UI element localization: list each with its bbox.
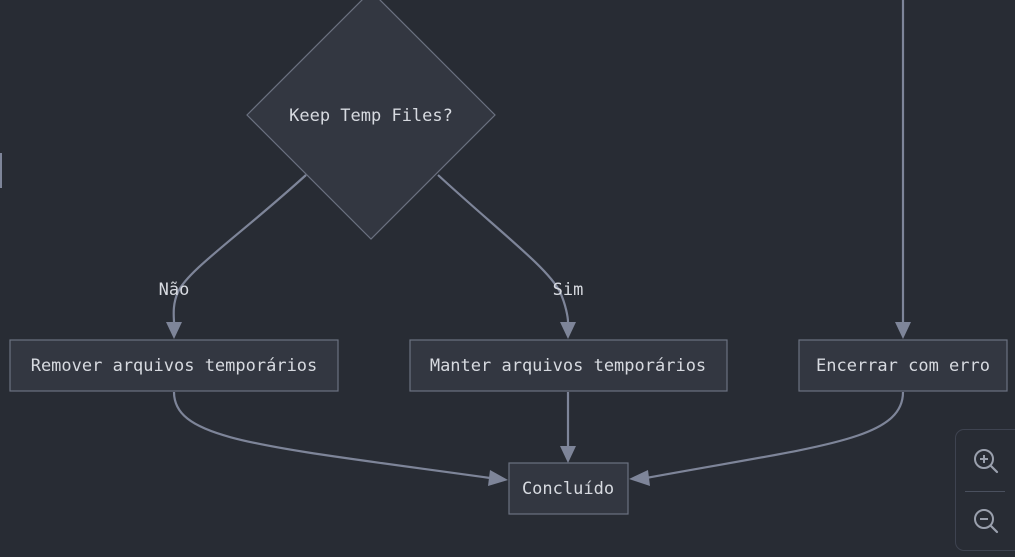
node-done[interactable]: Concluído [508,462,629,515]
arrowhead-error [895,322,911,339]
zoom-controls [955,429,1015,551]
node-label: Encerrar com erro [816,356,990,376]
arrowhead-done-middle [560,446,576,463]
node-keep-temp-files[interactable]: Manter arquivos temporários [409,339,728,392]
node-remove-temp-files[interactable]: Remover arquivos temporários [9,339,339,392]
zoom-in-button[interactable] [956,430,1015,490]
edge-decision-to-keep [437,174,570,323]
zoom-divider [965,491,1005,492]
edge-label-yes: Sim [553,280,584,300]
node-label: Remover arquivos temporários [31,356,318,376]
left-edge-marker [0,153,2,188]
flowchart-svg: Keep Temp Files? Não Sim Remover arquivo… [9,0,1008,515]
decision-diamond [246,0,496,240]
node-label: Concluído [522,479,614,499]
arrowhead-done-right [629,470,650,486]
node-box [798,339,1008,392]
node-exit-with-error[interactable]: Encerrar com erro [798,339,1008,392]
edge-remove-to-done [172,391,491,480]
decision-node-keep-temp-files[interactable]: Keep Temp Files? [246,0,496,240]
decision-label: Keep Temp Files? [289,106,453,126]
node-box [9,339,339,392]
arrowhead-done-left [488,470,508,486]
edge-error-to-done [645,391,905,480]
zoom-in-icon [974,449,999,474]
node-label: Manter arquivos temporários [430,356,706,376]
flowchart-canvas[interactable]: Keep Temp Files? Não Sim Remover arquivo… [0,0,1015,527]
zoom-out-button[interactable] [956,492,1015,552]
edge-decision-to-remove [172,174,307,323]
zoom-out-icon [974,509,999,534]
edge-label-no: Não [159,280,190,300]
node-box [409,339,728,392]
node-box [508,462,629,515]
arrowhead-keep [560,322,576,339]
arrowhead-remove [166,322,182,339]
